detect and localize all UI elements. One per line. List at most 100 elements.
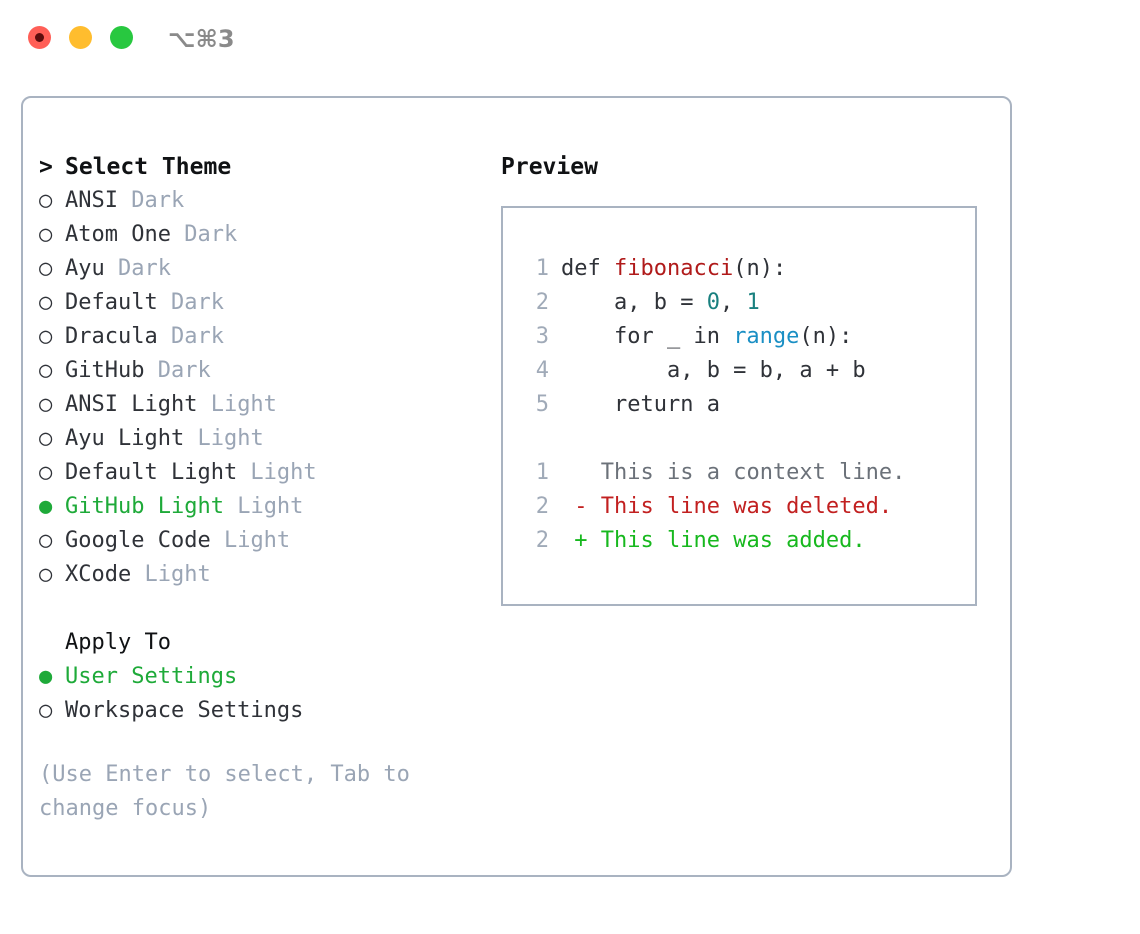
- apply-to-header: Apply To: [39, 626, 479, 660]
- keyboard-hint-text: (Use Enter to select, Tab to change focu…: [39, 762, 410, 821]
- theme-item-label: ANSI: [65, 188, 118, 213]
- theme-item-dracula[interactable]: ○ Dracula Dark: [39, 320, 479, 354]
- apply-to-list: ● User Settings ○ Workspace Settings: [39, 660, 479, 728]
- radio-unselected-icon: ○: [39, 528, 53, 553]
- theme-item-label: Default: [65, 290, 158, 315]
- code-token-plain: a, b =: [561, 290, 707, 315]
- radio-selected-icon: ●: [39, 664, 53, 689]
- code-token-plain: ,: [719, 290, 747, 315]
- radio-unselected-icon: ○: [39, 562, 53, 587]
- theme-list: ○ANSI Dark○Atom One Dark○Ayu Dark○Defaul…: [39, 184, 479, 592]
- theme-item-label: Default Light: [65, 460, 238, 485]
- code-diff-separator: [503, 422, 975, 456]
- code-token-plain: return a: [561, 392, 720, 417]
- theme-item-tag: Light: [210, 528, 291, 553]
- code-token-plain: def: [561, 256, 614, 281]
- radio-unselected-icon: ○: [39, 188, 53, 213]
- theme-item-tag: Light: [223, 494, 304, 519]
- code-line-number: 2: [535, 290, 549, 315]
- apply-to-option-label: User Settings: [65, 664, 238, 689]
- list-spacer: [39, 592, 479, 626]
- code-line: 3 for _ in range(n):: [503, 320, 975, 354]
- theme-item-label: Ayu Light: [65, 426, 185, 451]
- theme-item-github[interactable]: ○ GitHub Dark: [39, 354, 479, 388]
- code-token-number: 1: [746, 290, 760, 315]
- diff-line-context: 1 This is a context line.: [503, 456, 975, 490]
- theme-item-label: XCode: [65, 562, 132, 587]
- radio-unselected-icon: ○: [39, 698, 53, 723]
- radio-unselected-icon: ○: [39, 426, 53, 451]
- theme-item-tag: Dark: [104, 256, 171, 281]
- theme-picker-pane: >Select Theme ○ANSI Dark○Atom One Dark○A…: [39, 150, 479, 826]
- diff-line-number: 2: [535, 528, 549, 553]
- window-shortcut-label: ⌥⌘3: [168, 25, 235, 53]
- code-token-plain: a, b = b, a + b: [561, 358, 866, 383]
- diff-line-text: This is a context line.: [600, 460, 906, 485]
- diff-marker: -: [561, 494, 601, 519]
- theme-item-label: Dracula: [65, 324, 158, 349]
- diff-line-text: This line was added.: [600, 528, 866, 553]
- radio-unselected-icon: ○: [39, 392, 53, 417]
- code-token-function: fibonacci: [613, 256, 734, 281]
- theme-item-tag: Dark: [157, 290, 224, 315]
- radio-unselected-icon: ○: [39, 358, 53, 383]
- title-bar: ⌥⌘3: [0, 0, 1140, 76]
- radio-unselected-icon: ○: [39, 256, 53, 281]
- theme-item-default-light[interactable]: ○Default Light Light: [39, 456, 479, 490]
- theme-item-ansi[interactable]: ○ANSI Dark: [39, 184, 479, 218]
- apply-to-option-label: Workspace Settings: [65, 698, 304, 723]
- theme-item-ayu[interactable]: ○ Ayu Dark: [39, 252, 479, 286]
- content-frame: >Select Theme ○ANSI Dark○Atom One Dark○A…: [21, 96, 1012, 877]
- diff-line-number: 2: [535, 494, 549, 519]
- apply-to-label: Apply To: [65, 630, 171, 655]
- apply-to-option-user-settings[interactable]: ● User Settings: [39, 660, 479, 694]
- theme-item-tag: Dark: [170, 222, 238, 247]
- close-button-icon[interactable]: [28, 26, 51, 49]
- apply-to-option-workspace-settings[interactable]: ○ Workspace Settings: [39, 694, 479, 728]
- theme-item-label: Google Code: [65, 528, 211, 553]
- code-token-number: 0: [706, 290, 720, 315]
- theme-item-tag: Light: [184, 426, 264, 451]
- theme-item-default[interactable]: ○ Default Dark: [39, 286, 479, 320]
- theme-item-ansi-light[interactable]: ○ ANSI Light Light: [39, 388, 479, 422]
- theme-item-atom-one[interactable]: ○Atom One Dark: [39, 218, 479, 252]
- theme-item-tag: Dark: [157, 324, 224, 349]
- code-line: 4 a, b = b, a + b: [503, 354, 975, 388]
- code-line: 1 def fibonacci(n):: [503, 252, 975, 286]
- diff-sample: 1 This is a context line. 2 - This line w…: [503, 456, 975, 558]
- code-line-number: 4: [535, 358, 549, 383]
- theme-item-label: Atom One: [65, 222, 171, 247]
- radio-unselected-icon: ○: [39, 290, 53, 315]
- page-title: Select Theme: [65, 154, 232, 180]
- radio-selected-icon: ●: [39, 494, 53, 519]
- code-token-plain: (n):: [799, 324, 853, 349]
- radio-unselected-icon: ○: [39, 324, 53, 349]
- theme-item-tag: Light: [197, 392, 277, 417]
- theme-item-google-code[interactable]: ○ Google Code Light: [39, 524, 479, 558]
- code-line-number: 1: [535, 256, 549, 281]
- radio-unselected-icon: ○: [39, 460, 53, 485]
- code-line: 2 a, b = 0, 1: [503, 286, 975, 320]
- preview-title: Preview: [501, 154, 598, 180]
- theme-item-xcode[interactable]: ○XCode Light: [39, 558, 479, 592]
- theme-item-label: GitHub: [65, 358, 145, 383]
- minimize-button-icon[interactable]: [69, 26, 92, 49]
- theme-item-ayu-light[interactable]: ○ Ayu Light Light: [39, 422, 479, 456]
- code-token-plain: (n):: [733, 256, 787, 281]
- maximize-button-icon[interactable]: [110, 26, 133, 49]
- theme-item-github-light[interactable]: ●GitHub Light Light: [39, 490, 479, 524]
- theme-picker-title: >Select Theme: [39, 150, 479, 184]
- traffic-lights: [28, 26, 133, 49]
- code-token-builtin: range: [733, 324, 800, 349]
- code-line-number: 5: [535, 392, 549, 417]
- code-line-number: 3: [535, 324, 549, 349]
- diff-marker: [561, 460, 601, 485]
- theme-item-label: Ayu: [65, 256, 105, 281]
- theme-item-tag: Dark: [144, 358, 211, 383]
- code-line: 5 return a: [503, 388, 975, 422]
- diff-line-added: 2 + This line was added.: [503, 524, 975, 558]
- theme-item-label: ANSI Light: [65, 392, 198, 417]
